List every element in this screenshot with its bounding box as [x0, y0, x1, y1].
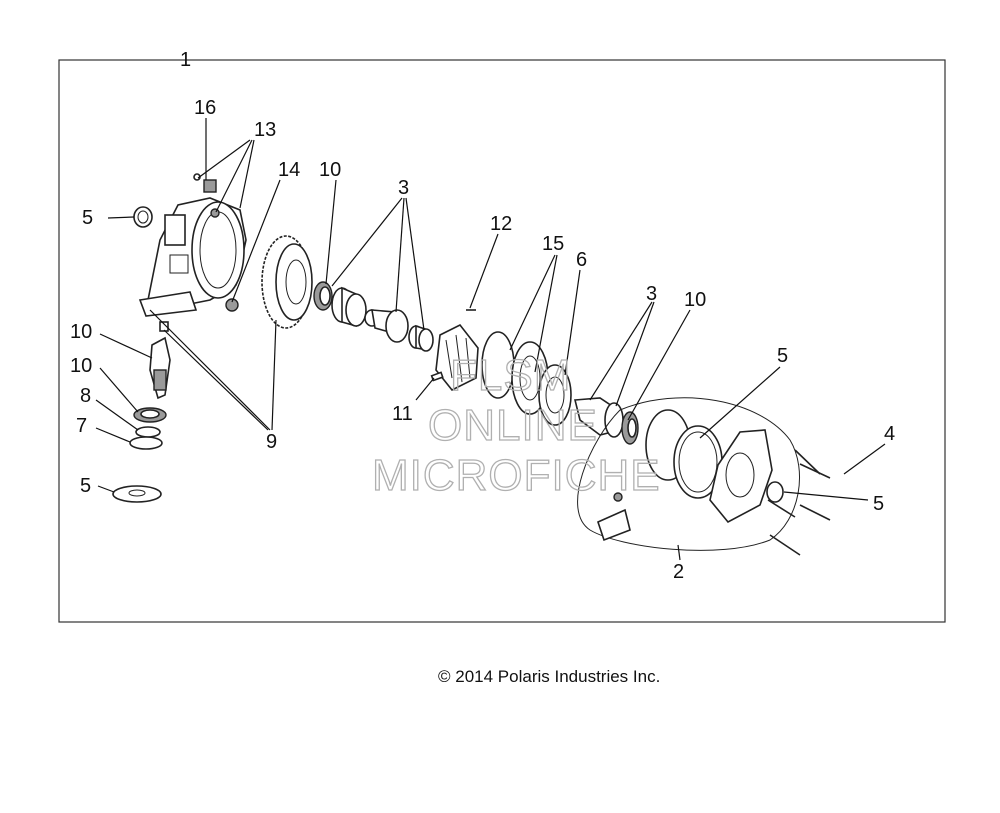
callout-6: 6 [576, 249, 587, 271]
plug [225, 298, 239, 312]
callouts: 1 2 3 3 4 5 5 5 5 6 7 8 9 10 10 10 10 11… [70, 49, 895, 583]
pin [430, 371, 444, 382]
callout-12: 12 [490, 213, 512, 235]
connector [597, 492, 631, 542]
watermark-line-3: MICROFICHE [372, 451, 661, 500]
snap-ring [135, 426, 161, 438]
hub-cylinder [364, 309, 409, 343]
coil-ring [538, 364, 572, 426]
callout-1: 1 [180, 49, 191, 71]
cover-assembly-outline [577, 397, 800, 551]
callout-5: 5 [80, 475, 91, 497]
callout-16: 16 [194, 97, 216, 119]
pinion-bearing [133, 407, 167, 423]
watermark-line-2: ONLINE [428, 401, 598, 450]
bolts [767, 449, 831, 556]
callout-10: 10 [684, 289, 706, 311]
cage-clutch [435, 323, 479, 392]
callout-15: 15 [542, 233, 564, 255]
callout-10: 10 [70, 355, 92, 377]
callout-5: 5 [873, 493, 884, 515]
callout-11: 11 [392, 403, 413, 425]
ring-gear [261, 235, 313, 329]
callout-5: 5 [777, 345, 788, 367]
seal-bottom [112, 485, 162, 503]
cover-housing [709, 429, 784, 524]
callout-13: 13 [254, 119, 276, 141]
bearing-left [313, 281, 333, 311]
callout-2: 2 [673, 561, 684, 583]
diagram-frame [58, 59, 946, 623]
watermark: FLSM ONLINE MICROFICHE [371, 350, 661, 500]
callout-4: 4 [884, 423, 895, 445]
copyright-notice: © 2014 Polaris Industries Inc. [438, 667, 661, 686]
callout-3: 3 [646, 283, 657, 305]
callout-14: 14 [278, 159, 300, 181]
pinion-shaft [149, 321, 171, 400]
callout-7: 7 [76, 415, 87, 437]
gear-housing [138, 197, 247, 317]
sleeve [408, 324, 434, 352]
callout-9: 9 [266, 431, 277, 453]
watermark-line-1: FLSM [450, 351, 571, 400]
seal-left [133, 206, 153, 228]
callout-8: 8 [80, 385, 91, 407]
o-ring-small [129, 436, 163, 450]
spacer-cylinder [331, 286, 367, 328]
callout-5: 5 [82, 207, 93, 229]
callout-10: 10 [319, 159, 341, 181]
callout-3: 3 [398, 177, 409, 199]
callout-10: 10 [70, 321, 92, 343]
leader-lines [95, 118, 886, 561]
